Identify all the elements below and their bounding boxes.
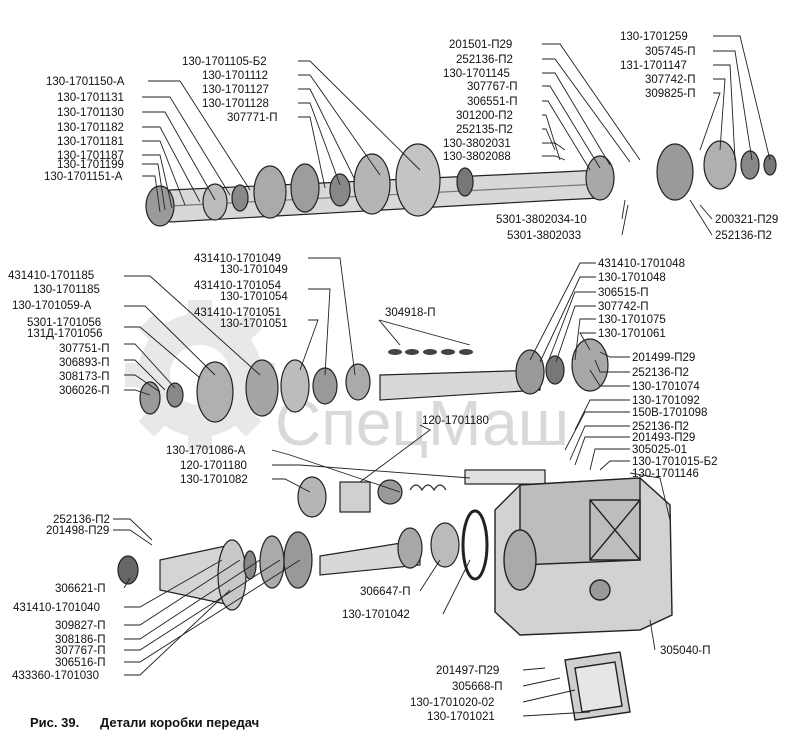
part-label: 306026-П xyxy=(59,385,109,397)
part-label: 307742-П xyxy=(598,301,648,313)
part-label: 305745-П xyxy=(645,46,695,58)
part-label: 309827-П xyxy=(55,620,105,632)
part-label: 130-1701150-А xyxy=(46,76,125,88)
part-label: 130-1701112 xyxy=(202,70,268,82)
part-label: 130-1701151-А xyxy=(44,171,123,183)
part-label: 130-1701128 xyxy=(202,98,269,110)
part-label: 130-1701131 xyxy=(57,92,124,104)
part-label: 305025-01 xyxy=(632,444,687,456)
part-label: 307742-П xyxy=(645,74,695,86)
inspection-cover xyxy=(564,651,631,721)
part-label: 120-1701180 xyxy=(422,415,489,427)
part-label: 201501-П29 xyxy=(449,39,512,51)
part-label: 307751-П xyxy=(59,343,109,355)
part-label: 130-1701130 xyxy=(57,107,124,119)
part-label: 130-1701092 xyxy=(632,395,700,407)
part-label: 309825-П xyxy=(645,88,695,100)
part-label: 130-1701054 xyxy=(220,291,288,303)
part-label: 252136-П2 xyxy=(632,367,689,379)
part-label: 304918-П xyxy=(385,307,435,319)
part-label: 431410-1701048 xyxy=(598,258,685,270)
part-label: 201497-П29 xyxy=(436,665,499,677)
part-label: 307767-П xyxy=(467,81,517,93)
part-label: 150В-1701098 xyxy=(632,407,707,419)
part-label: 307771-П xyxy=(227,112,277,124)
part-label: 130-1701185 xyxy=(33,284,100,296)
part-label: 252136-П2 xyxy=(715,230,772,242)
part-labels: 130-1701105-Б2 130-1701112 130-1701127 1… xyxy=(8,31,778,723)
part-label: 130-3802088 xyxy=(443,151,511,163)
part-label: 130-1701015-Б2 xyxy=(632,456,718,468)
part-label: 130-1701075 xyxy=(598,314,666,326)
part-label: 308173-П xyxy=(59,371,109,383)
shim-set xyxy=(388,349,473,355)
part-label: 5301-1701056 xyxy=(27,317,101,329)
part-label: 130-1701061 xyxy=(598,328,666,340)
part-label: 130-1701146 xyxy=(632,468,699,480)
part-label: 306551-П xyxy=(467,96,517,108)
part-label: 431410-1701040 xyxy=(13,602,100,614)
part-label: 301200-П2 xyxy=(456,110,513,122)
part-label: 131-1701147 xyxy=(620,60,687,72)
part-label: 431410-1701185 xyxy=(8,270,94,282)
part-label: 5301-3802034-10 xyxy=(496,214,587,226)
part-label: 130-1701199 xyxy=(57,159,124,171)
part-label: 308186-П xyxy=(55,634,105,646)
part-label: 201493-П29 xyxy=(632,432,695,444)
part-label: 120-1701180 xyxy=(180,460,247,472)
part-label: 130-1701181 xyxy=(57,136,124,148)
part-label: 431410-1701051 xyxy=(194,307,281,319)
part-label: 431410-1701049 xyxy=(194,253,281,265)
part-label: 5301-3802033 xyxy=(507,230,581,242)
part-label: 305668-П xyxy=(452,681,502,693)
part-label: 431410-1701054 xyxy=(194,280,282,292)
part-label: 306893-П xyxy=(59,357,109,369)
part-label: 306515-П xyxy=(598,287,648,299)
part-label: 130-1701127 xyxy=(202,84,269,96)
intermediate-shaft-assembly xyxy=(139,338,609,423)
part-label: 200321-П29 xyxy=(715,214,778,226)
part-label: 305040-П xyxy=(660,645,710,657)
part-label: 130-3802031 xyxy=(443,138,511,150)
part-label: 130-1701145 xyxy=(443,68,510,80)
part-label: 307767-П xyxy=(55,645,105,657)
part-label: 130-1701182 xyxy=(57,122,124,134)
part-label: 130-1701049 xyxy=(220,264,288,276)
part-label: 130-1701259 xyxy=(620,31,688,43)
part-label: 130-1701082 xyxy=(180,474,248,486)
part-label: 130-1701020-02 xyxy=(410,697,494,709)
figure-caption: Рис. 39. Детали коробки передач xyxy=(30,715,259,730)
upper-shaft-assembly xyxy=(145,140,777,227)
leader-lines xyxy=(113,35,771,717)
part-label: 130-1701048 xyxy=(598,272,666,284)
reverse-gear-assembly xyxy=(297,469,546,518)
part-label: 130-1701086-А xyxy=(166,445,246,457)
part-label: 252136-П2 xyxy=(632,421,689,433)
part-label: 130-1701105-Б2 xyxy=(182,56,267,68)
part-label: 306621-П xyxy=(55,583,105,595)
part-label: 130-1701059-А xyxy=(12,300,92,312)
caption-figure-number: Рис. 39. xyxy=(30,715,79,730)
part-label: 252136-П2 xyxy=(53,514,110,526)
part-label: 130-1701021 xyxy=(427,711,495,723)
part-label: 201498-П29 xyxy=(46,525,109,537)
part-label: 130-1701051 xyxy=(220,318,288,330)
part-label: 252135-П2 xyxy=(456,124,513,136)
part-label: 306647-П xyxy=(360,586,410,598)
caption-title: Детали коробки передач xyxy=(100,715,259,730)
part-label: 130-1701074 xyxy=(632,381,700,393)
part-label: 130-1701187 xyxy=(57,150,124,162)
part-label: 433360-1701030 xyxy=(12,670,99,682)
part-label: 201499-П29 xyxy=(632,352,695,364)
part-label: 131Д-1701056 xyxy=(27,328,103,340)
part-label: 252136-П2 xyxy=(456,54,513,66)
part-label: 130-1701042 xyxy=(342,609,410,621)
primary-shaft-assembly xyxy=(117,509,489,611)
part-label: 306516-П xyxy=(55,657,105,669)
gearbox-housing xyxy=(494,477,673,636)
